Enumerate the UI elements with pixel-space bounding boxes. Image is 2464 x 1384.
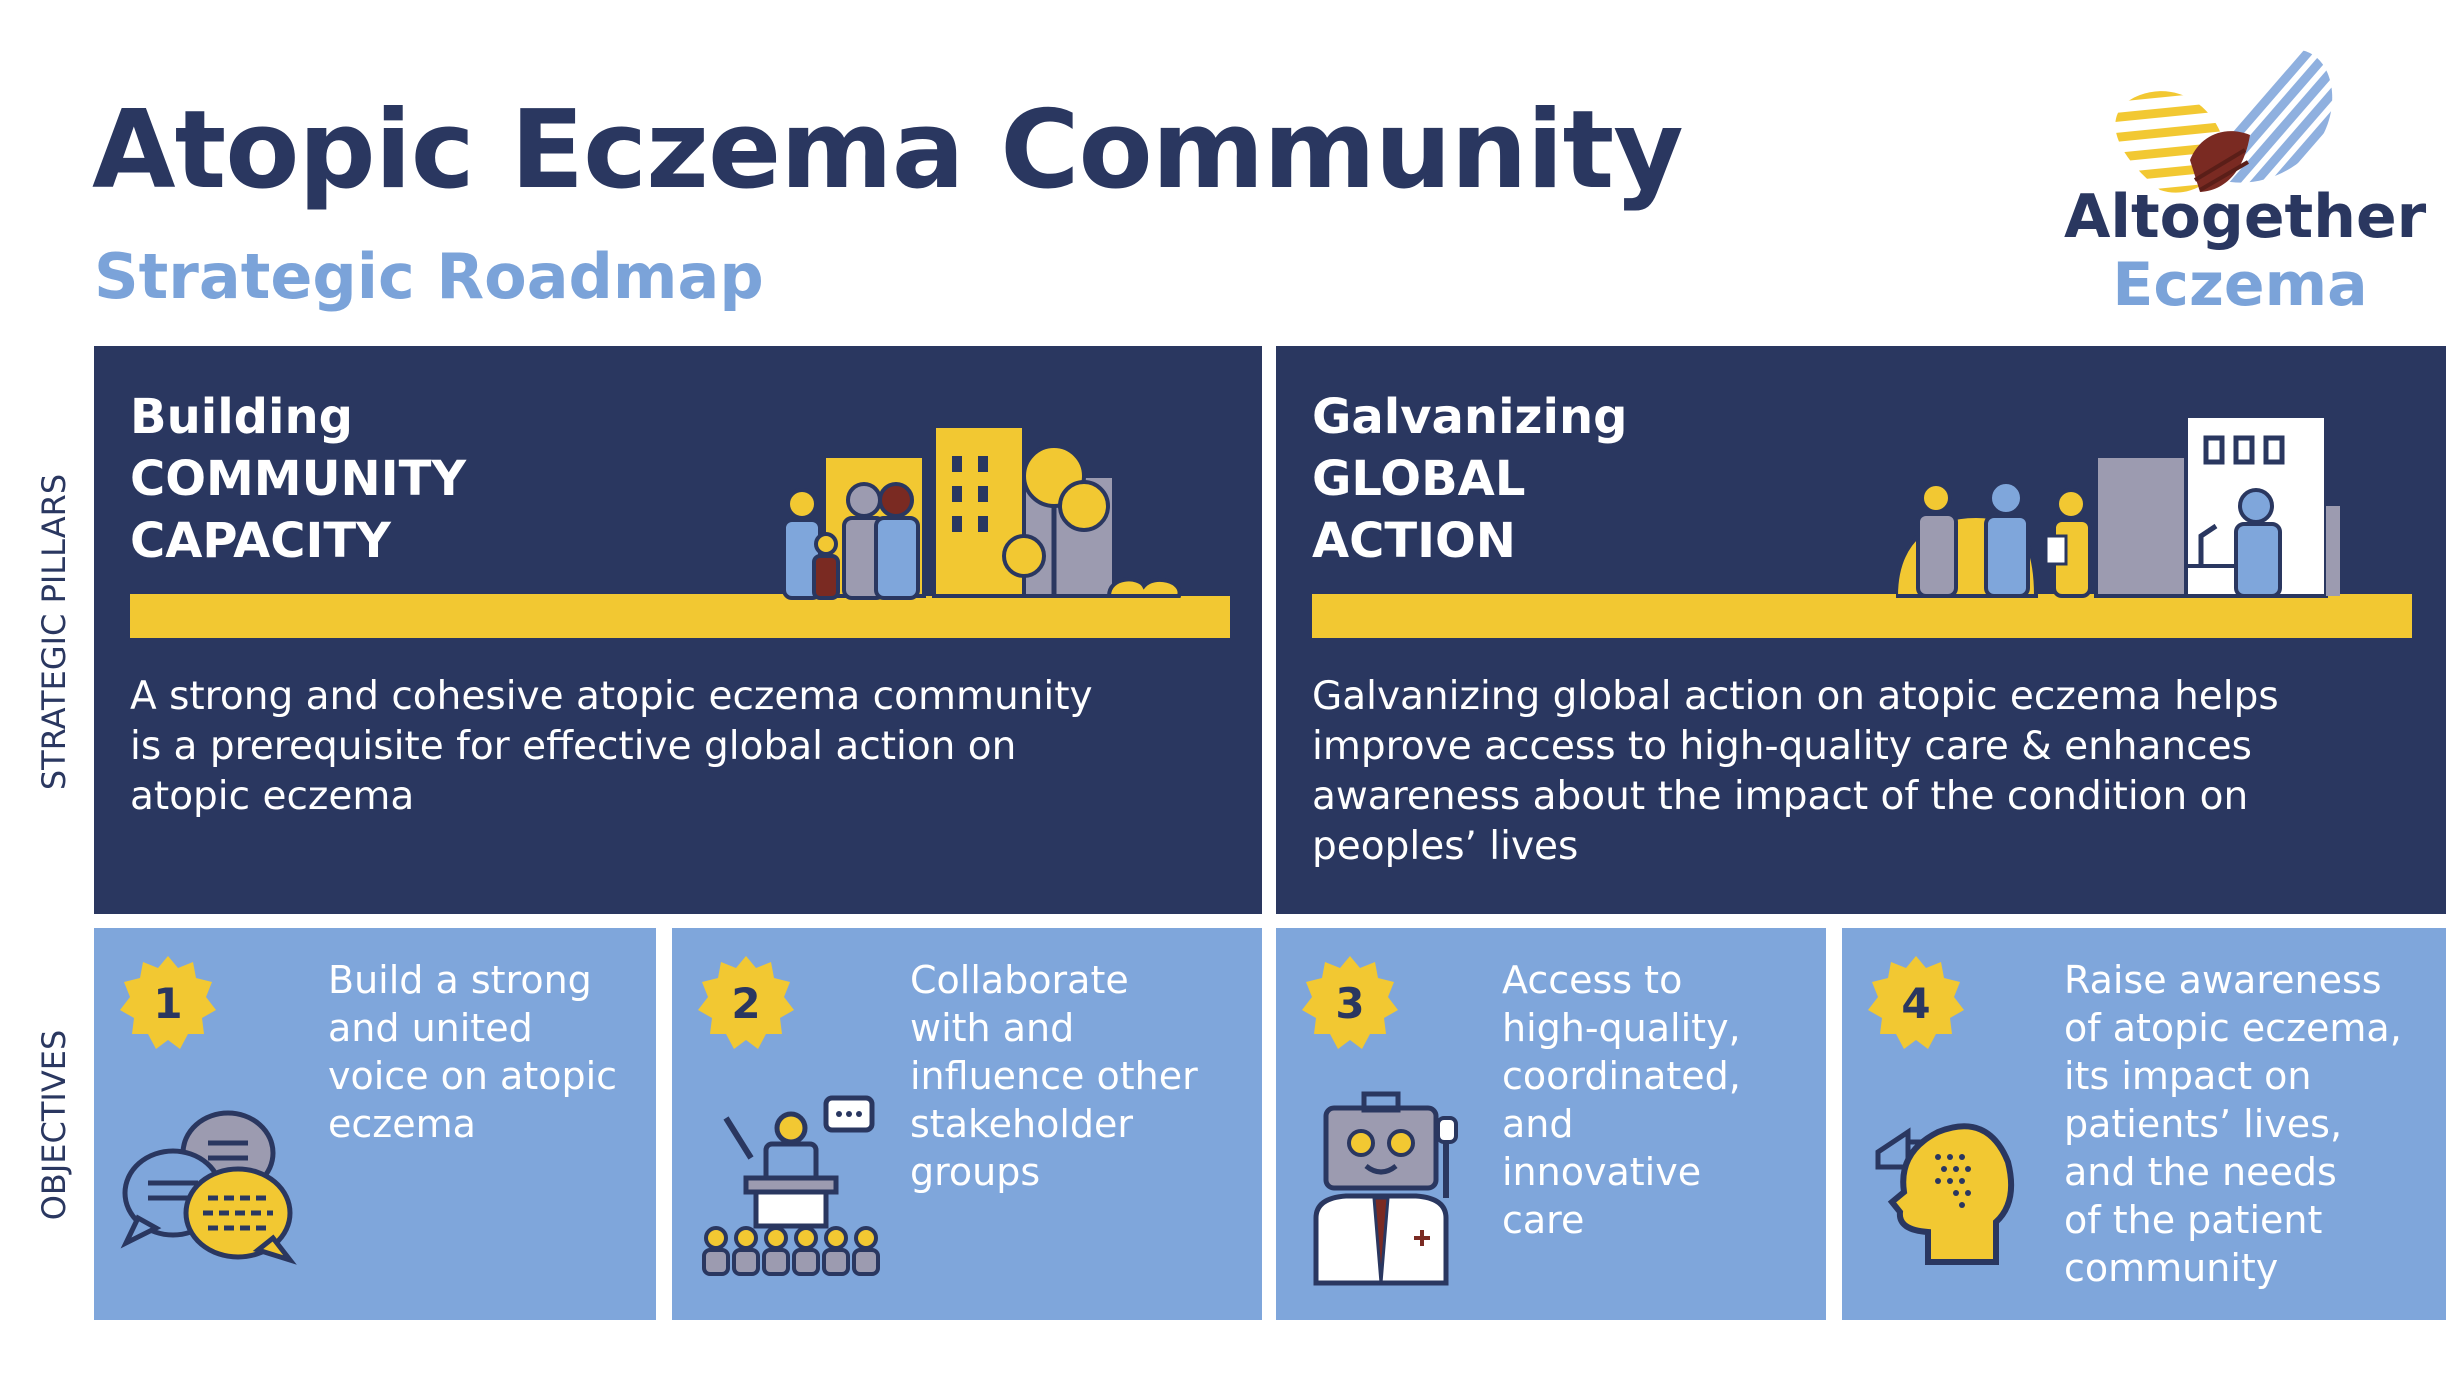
healthcare-team-clinic-icon [1896, 416, 2340, 598]
objective-text-line: care [1502, 1198, 1585, 1242]
objective-text-line: its impact on [2064, 1054, 2312, 1098]
number-badge-label: 3 [1335, 979, 1364, 1028]
community-people-buildings-icon [782, 424, 1234, 600]
objective-text-line: of the patient [2064, 1198, 2323, 1242]
pillar-heading-line: COMMUNITY [130, 451, 467, 507]
pillar-description: Galvanizing global action on atopic ecze… [1312, 672, 2279, 872]
number-badge-icon: 2 [698, 956, 794, 1049]
pillar-description-line: improve access to high-quality care & en… [1312, 724, 2252, 769]
pillar-heading-line: ACTION [1312, 513, 1516, 569]
objective-text-line: influence other [910, 1054, 1198, 1098]
pillar-heading-line: Galvanizing [1312, 389, 1628, 445]
pillar-heading-line: CAPACITY [130, 513, 391, 569]
pillar-community-capacity: Building COMMUNITY CAPACITY A strong and… [94, 346, 1262, 914]
objective-text: Build a strong and united voice on atopi… [328, 956, 617, 1148]
objective-text-line: and [1502, 1102, 1574, 1146]
head-awareness-icon [1875, 1123, 2015, 1265]
number-badge-icon: 1 [120, 956, 216, 1049]
altogether-eczema-logo-icon [2115, 49, 2333, 193]
number-badge-label: 4 [1901, 979, 1930, 1028]
objective-text-line: eczema [328, 1102, 476, 1146]
pillar-heading-line: GLOBAL [1312, 451, 1526, 507]
objective-text: Access to high-quality, coordinated, and… [1502, 956, 1741, 1244]
page-subtitle: Strategic Roadmap [94, 240, 764, 313]
doctor-with-briefcase-icon [1313, 1091, 1458, 1286]
objective-text-line: patients’ lives, [2064, 1102, 2343, 1146]
number-badge-label: 2 [731, 979, 760, 1028]
objective-card-3: 3 Access to high-quality, coordinated, a… [1276, 928, 1826, 1320]
logo-wordmark-eczema: Eczema [2112, 250, 2368, 320]
objective-text-line: with and [910, 1006, 1075, 1050]
page-title: Atopic Eczema Community [92, 88, 1684, 213]
pillar-description-line: atopic eczema [130, 774, 415, 819]
objective-text-line: Raise awareness [2064, 958, 2382, 1002]
pillar-description-line: awareness about the impact of the condit… [1312, 774, 2249, 819]
objective-text-line: groups [910, 1150, 1041, 1194]
number-badge-label: 1 [153, 979, 182, 1028]
objective-card-1: 1 Build a strong and united voice on ato… [94, 928, 656, 1320]
objective-text: Collaborate with and influence other sta… [910, 956, 1198, 1196]
pillar-description-line: is a prerequisite for effective global a… [130, 724, 1017, 769]
objective-text: Raise awareness of atopic eczema, its im… [2064, 956, 2402, 1292]
pillar-heading-line: Building [130, 389, 354, 445]
objective-text-line: coordinated, [1502, 1054, 1741, 1098]
objectives-label: OBJECTIVES [35, 1029, 73, 1221]
speech-bubbles-icon [120, 1110, 297, 1265]
pillar-description: A strong and cohesive atopic eczema comm… [130, 672, 1093, 822]
pillar-global-action: Galvanizing GLOBAL ACTION Galvanizing gl… [1276, 346, 2446, 914]
pillar-description-line: A strong and cohesive atopic eczema comm… [130, 674, 1093, 719]
pillar-heading: Galvanizing GLOBAL ACTION [1312, 386, 1627, 572]
objective-text-line: high-quality, [1502, 1006, 1741, 1050]
speaker-podium-audience-icon [702, 1095, 880, 1276]
objective-text-line: Collaborate [910, 958, 1129, 1002]
objective-card-2: 2 Collaborate with and influence other s… [672, 928, 1262, 1320]
logo-wordmark-altogether: Altogether [2064, 182, 2427, 252]
objective-card-4: 4 Raise awareness of atopic eczema, its … [1842, 928, 2446, 1320]
pillar-heading: Building COMMUNITY CAPACITY [130, 386, 466, 572]
objective-text-line: Build a strong [328, 958, 592, 1002]
objective-text-line: community [2064, 1246, 2279, 1290]
objective-text-line: and the needs [2064, 1150, 2337, 1194]
objective-text-line: voice on atopic [328, 1054, 618, 1098]
objective-text-line: stakeholder [910, 1102, 1134, 1146]
number-badge-icon: 3 [1302, 956, 1398, 1049]
objective-text-line: of atopic eczema, [2064, 1006, 2402, 1050]
pillar-description-line: peoples’ lives [1312, 824, 1579, 869]
objective-text-line: Access to [1502, 958, 1683, 1002]
pillar-description-line: Galvanizing global action on atopic ecze… [1312, 674, 2279, 719]
number-badge-icon: 4 [1868, 956, 1964, 1049]
pillar-divider-bar [130, 594, 1230, 638]
objective-text-line: innovative [1502, 1150, 1702, 1194]
objective-text-line: and united [328, 1006, 533, 1050]
pillar-divider-bar [1312, 594, 2412, 638]
strategic-pillars-label: STRATEGIC PILLARS [35, 473, 73, 791]
